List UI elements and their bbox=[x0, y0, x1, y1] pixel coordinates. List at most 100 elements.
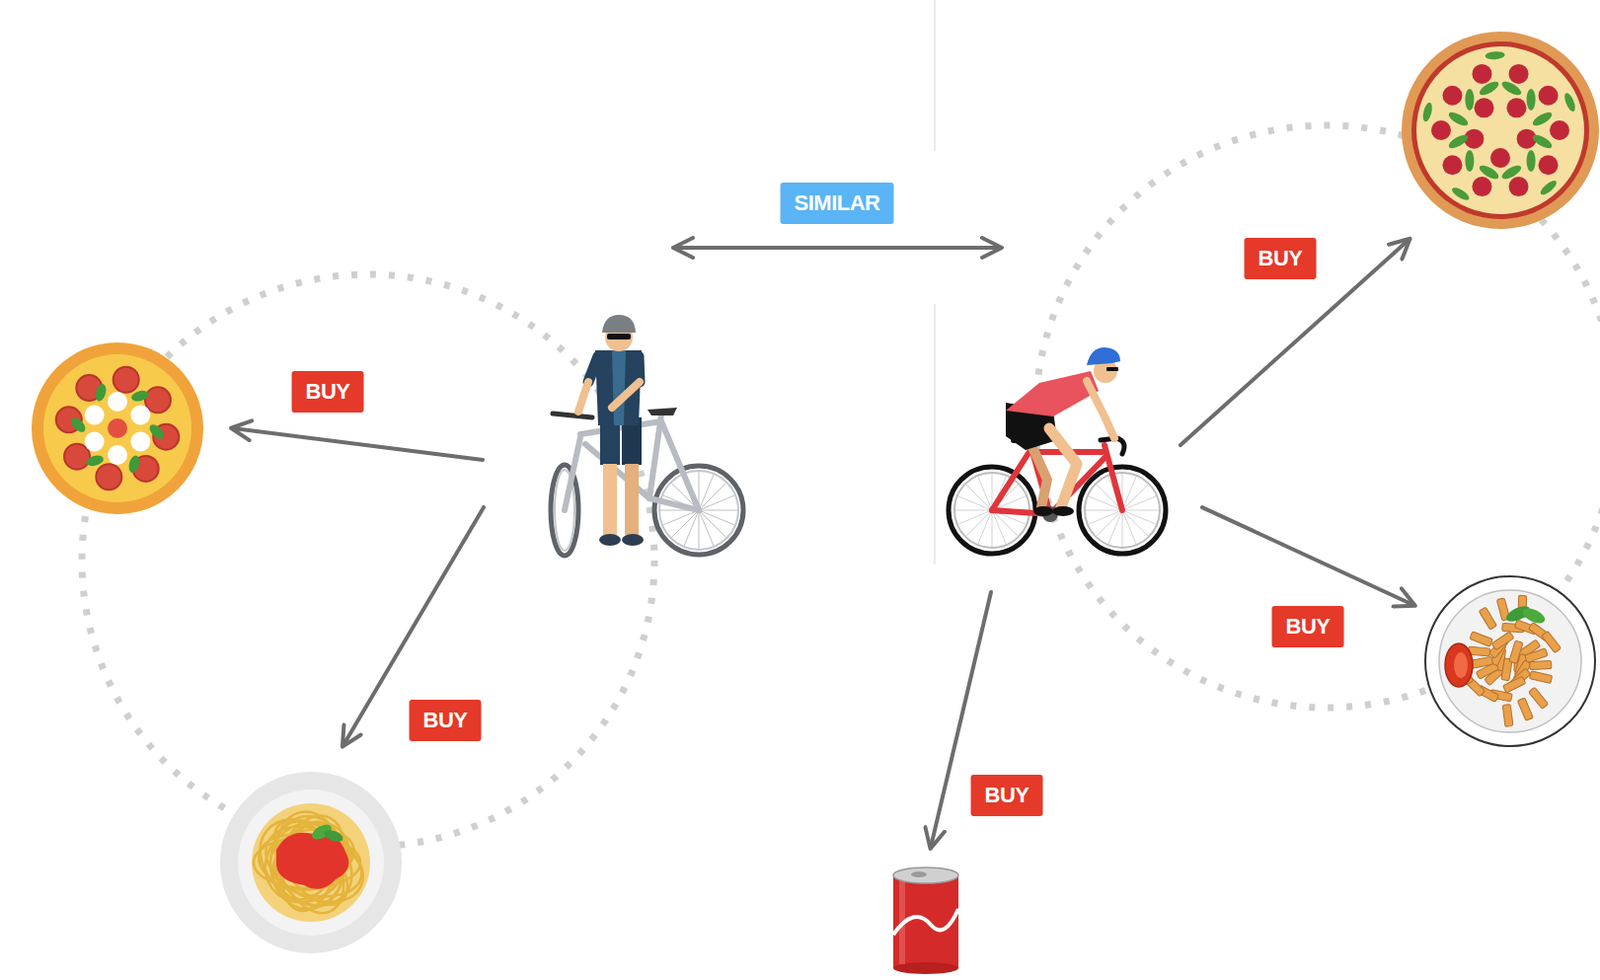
pizza-cheese bbox=[43, 354, 192, 503]
plate-inner bbox=[1439, 590, 1582, 733]
pizza-pepperoni bbox=[1509, 64, 1529, 84]
node-illustration bbox=[219, 770, 403, 955]
pizza-mozzarella bbox=[130, 405, 151, 426]
plate-inner bbox=[237, 789, 384, 936]
rider-shoe bbox=[1052, 506, 1074, 517]
wheel-spoke bbox=[965, 510, 992, 537]
pizza-pepperoni bbox=[1471, 64, 1492, 84]
cyclist-figure bbox=[946, 341, 1169, 557]
arrow-connector bbox=[675, 245, 1000, 250]
rider-shoe bbox=[621, 533, 644, 546]
rider-sleeve bbox=[588, 356, 599, 382]
divider-line bbox=[934, 0, 936, 152]
penne bbox=[1469, 631, 1493, 647]
pizza-pepperoni bbox=[1490, 148, 1511, 168]
bike-saddle bbox=[647, 407, 678, 416]
bike-frame bbox=[661, 421, 699, 511]
pizza-leaf bbox=[1447, 132, 1471, 152]
wheel-spoke bbox=[1087, 510, 1123, 526]
rider-shoe bbox=[599, 533, 621, 546]
pizza-basil bbox=[127, 454, 142, 474]
pizza-leaf bbox=[1477, 162, 1502, 182]
penne bbox=[1529, 660, 1552, 670]
plate bbox=[220, 771, 402, 954]
penne bbox=[1524, 648, 1548, 664]
buy-tag: BUY bbox=[409, 699, 482, 742]
pizza-leaf bbox=[1464, 88, 1474, 111]
wheel-spoke bbox=[1122, 510, 1138, 545]
basil-leaf bbox=[1521, 605, 1548, 626]
pizza-icon bbox=[30, 341, 205, 516]
wheel-spoke bbox=[1122, 510, 1160, 512]
node-illustration bbox=[946, 341, 1169, 557]
pizza-leaf bbox=[1530, 132, 1555, 152]
pizza-crust bbox=[1401, 31, 1600, 229]
penne bbox=[1541, 630, 1562, 653]
wheel-spoke bbox=[965, 483, 992, 511]
wheel-spoke bbox=[698, 510, 727, 538]
pizza-pepperoni bbox=[1442, 85, 1462, 106]
buy-tag: BUY bbox=[1244, 237, 1317, 280]
pizza-salami bbox=[113, 367, 140, 393]
pizza-icon bbox=[1400, 30, 1600, 230]
node-illustration bbox=[1423, 574, 1598, 749]
pizza-leaf bbox=[1500, 162, 1524, 182]
similar-tag: SIMILAR bbox=[780, 182, 895, 225]
bike-frame bbox=[991, 450, 1031, 511]
bike-frame bbox=[1104, 445, 1123, 511]
bike-frame bbox=[649, 414, 662, 499]
wheel-spoke bbox=[1095, 510, 1123, 537]
pizza-leaf bbox=[1526, 150, 1536, 172]
pizza-mozzarella bbox=[107, 391, 128, 412]
pizza-pepperoni bbox=[1549, 120, 1570, 141]
basil-leaf bbox=[322, 828, 345, 844]
pizza-leaf bbox=[1538, 178, 1559, 198]
can-tab bbox=[911, 871, 927, 878]
pizza-leaf bbox=[1484, 50, 1506, 60]
wheel-spoke bbox=[1122, 510, 1124, 548]
rider-leg bbox=[603, 463, 617, 535]
noodle-strand bbox=[264, 823, 356, 898]
pizza-leaf bbox=[1449, 185, 1471, 203]
tomato-inner bbox=[1453, 652, 1468, 679]
pizza-basil bbox=[130, 388, 151, 403]
arrow-connector bbox=[1202, 507, 1414, 606]
rider-shoe bbox=[1033, 506, 1054, 517]
noodle-strand bbox=[262, 811, 358, 924]
arrow-connector bbox=[343, 507, 484, 746]
penne bbox=[1469, 656, 1493, 669]
buy-tag: BUY bbox=[971, 774, 1044, 817]
bike-frame bbox=[564, 437, 581, 511]
pizza-salami bbox=[145, 386, 171, 413]
pizza-leaf bbox=[1562, 91, 1578, 114]
pizza-pepperoni bbox=[1509, 176, 1529, 197]
penne bbox=[1528, 671, 1552, 685]
wheel-spoke bbox=[698, 495, 736, 511]
pizza-mozzarella bbox=[130, 432, 151, 453]
can-body bbox=[893, 875, 959, 969]
bike-handlebar bbox=[552, 413, 593, 418]
buy-tag: BUY bbox=[1272, 606, 1345, 648]
plate bbox=[1425, 576, 1596, 747]
node-illustration bbox=[1400, 30, 1600, 230]
noodle-strand bbox=[242, 801, 369, 923]
pizza-leaf bbox=[1447, 109, 1471, 129]
rider-sunglasses bbox=[607, 333, 631, 340]
rider-jersey bbox=[595, 350, 642, 426]
pizza-pepperoni bbox=[1506, 97, 1526, 118]
wheel-spoke bbox=[698, 510, 700, 550]
penne bbox=[1503, 676, 1526, 693]
tomato bbox=[1445, 643, 1473, 687]
pizza-leaf bbox=[1421, 101, 1435, 123]
pizza-leaf bbox=[1530, 109, 1555, 129]
rider-arm bbox=[578, 381, 589, 412]
wheel-spoke bbox=[1122, 483, 1149, 511]
wheel-spoke bbox=[698, 510, 714, 547]
pizza-tomato bbox=[107, 418, 128, 439]
buy-tag: BUY bbox=[292, 371, 365, 413]
wheel-spoke bbox=[957, 510, 992, 526]
rider-leg bbox=[624, 463, 639, 535]
pizza-salami bbox=[64, 444, 90, 470]
wheel-spoke bbox=[698, 482, 727, 511]
penne bbox=[1509, 640, 1524, 664]
